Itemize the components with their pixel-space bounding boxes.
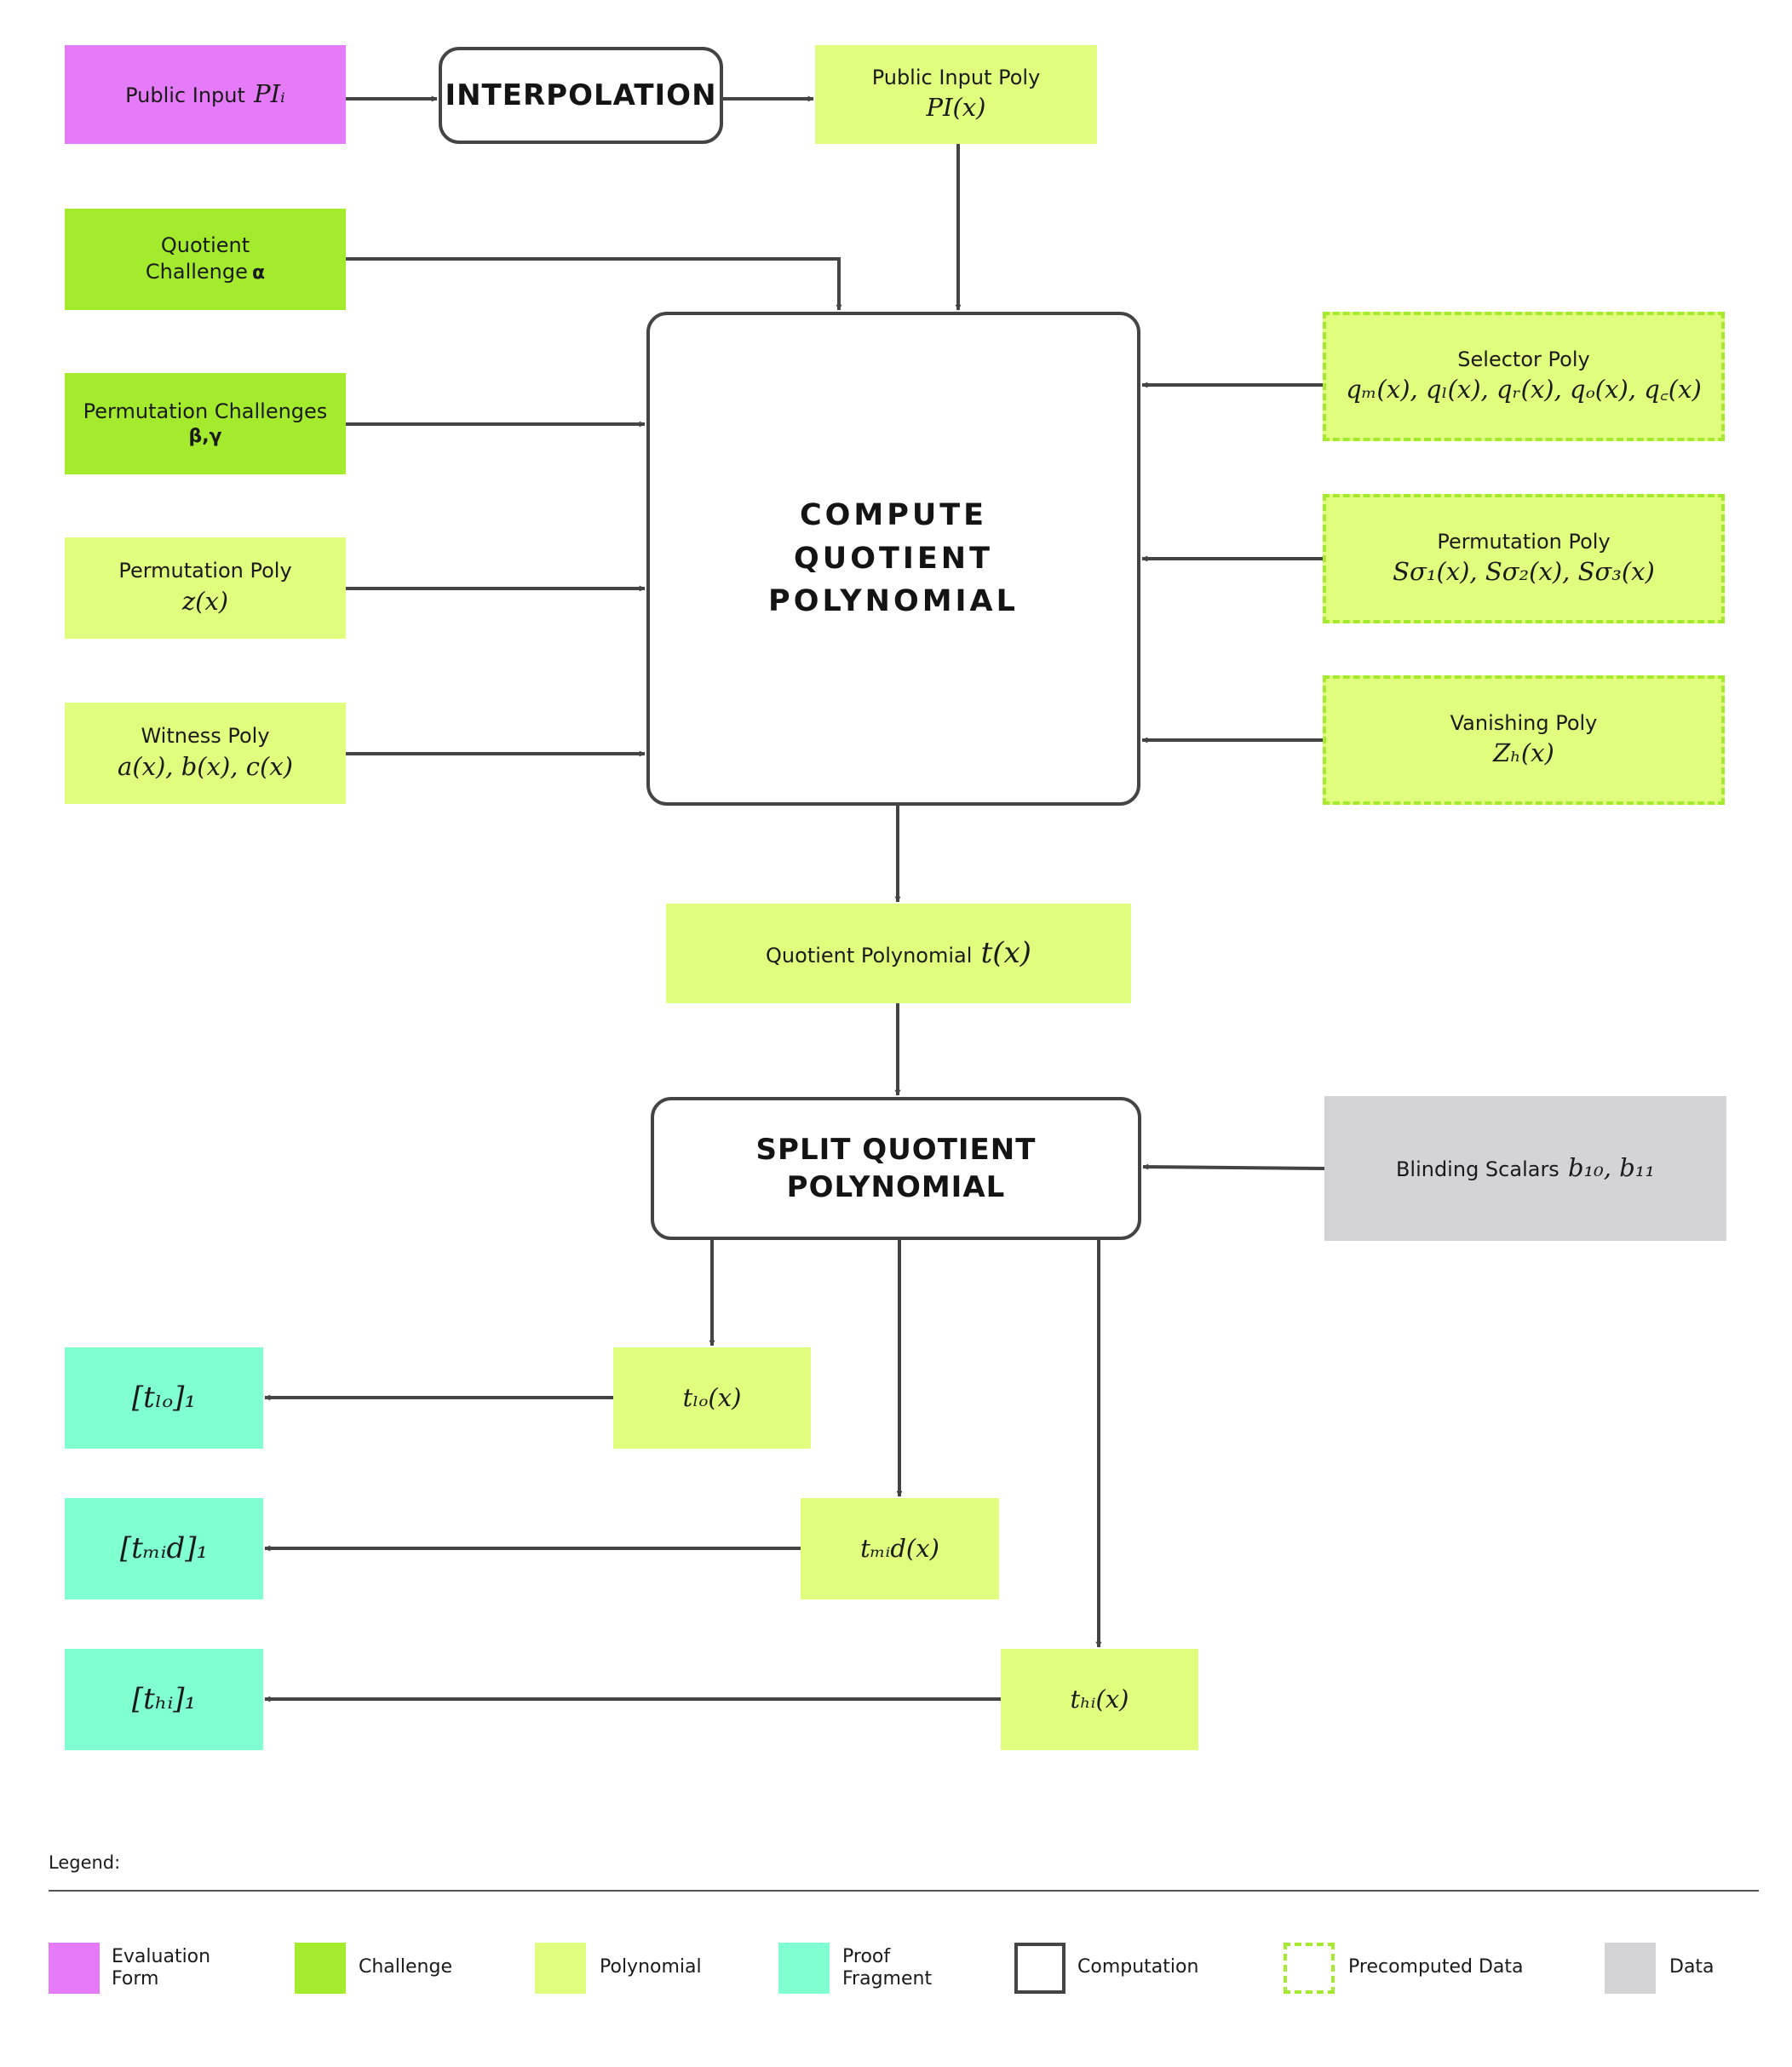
permutation-challenges-node: Permutation Challenges β,γ <box>65 373 346 474</box>
legend-label-evaluation-form-line1: Evaluation <box>112 1946 211 1967</box>
permutation-poly-z-math: z(x) <box>181 586 229 616</box>
quotient-challenge-line2: Challenge <box>145 260 248 284</box>
legend-label-polynomial: Polynomial <box>600 1956 702 1978</box>
edge-blinding-scalars-to-split <box>1142 1163 1325 1170</box>
public-input-poly-label: Public Input Poly <box>871 65 1041 89</box>
compute-line2: QUOTIENT <box>794 541 993 576</box>
selector-poly-node: Selector Poly qₘ(x), qₗ(x), qᵣ(x), qₒ(x)… <box>1323 312 1725 441</box>
quotient-poly-label: Quotient Polynomial <box>766 943 973 967</box>
edge-quotient-challenge-to-compute <box>346 257 842 311</box>
t-mid-math: tₘᵢd(x) <box>860 1533 939 1563</box>
witness-poly-math: a(x), b(x), c(x) <box>118 751 293 781</box>
vanishing-poly-label: Vanishing Poly <box>1450 710 1598 735</box>
selector-poly-math: qₘ(x), qₗ(x), qᵣ(x), qₒ(x), q꜀(x) <box>1346 375 1702 405</box>
permutation-challenges-label: Permutation Challenges <box>83 399 328 423</box>
t-mid-commitment-math: [tₘᵢd]₁ <box>119 1530 209 1565</box>
legend-label-data: Data <box>1669 1956 1714 1978</box>
t-lo-commitment-node: [tₗₒ]₁ <box>65 1347 263 1449</box>
legend-swatch-evaluation-form <box>49 1943 100 1994</box>
legend-title: Legend: <box>49 1852 121 1873</box>
permutation-poly-sigma-label: Permutation Poly <box>1437 529 1611 554</box>
split-quotient-node: SPLIT QUOTIENT POLYNOMIAL <box>651 1097 1141 1240</box>
legend-swatch-challenge <box>295 1943 346 1994</box>
t-mid-commitment-node: [tₘᵢd]₁ <box>65 1498 263 1599</box>
legend-swatch-computation <box>1014 1943 1065 1994</box>
public-input-poly-node: Public Input Poly PI(x) <box>815 45 1097 144</box>
t-hi-math: tₕᵢ(x) <box>1070 1684 1129 1714</box>
legend-label-challenge: Challenge <box>359 1956 452 1978</box>
permutation-poly-sigma-node: Permutation Poly Sσ₁(x), Sσ₂(x), Sσ₃(x) <box>1323 494 1725 623</box>
blinding-scalars-label: Blinding Scalars <box>1395 1157 1559 1182</box>
legend-swatch-polynomial <box>535 1943 586 1994</box>
permutation-poly-z-label: Permutation Poly <box>118 559 292 583</box>
witness-poly-label: Witness Poly <box>141 724 270 749</box>
legend-divider <box>49 1890 1759 1892</box>
t-hi-node: tₕᵢ(x) <box>1001 1649 1198 1750</box>
split-line2: POLYNOMIAL <box>786 1170 1006 1204</box>
t-lo-node: tₗₒ(x) <box>613 1347 811 1449</box>
legend-label-proof-fragment-line1: Proof <box>842 1946 891 1967</box>
vanishing-poly-math: Zₕ(x) <box>1493 738 1554 768</box>
quotient-poly-math: t(x) <box>980 935 1031 970</box>
split-line1: SPLIT QUOTIENT <box>755 1132 1037 1167</box>
selector-poly-label: Selector Poly <box>1457 347 1590 371</box>
beta-gamma-symbol: β,γ <box>188 425 222 447</box>
compute-line1: COMPUTE <box>799 497 988 532</box>
legend-label-computation: Computation <box>1077 1956 1199 1978</box>
alpha-symbol: α <box>251 262 266 284</box>
t-mid-node: tₘᵢd(x) <box>801 1498 999 1599</box>
quotient-poly-node: Quotient Polynomial t(x) <box>666 904 1131 1003</box>
t-lo-commitment-math: [tₗₒ]₁ <box>131 1380 197 1415</box>
legend-label-precomputed-data: Precomputed Data <box>1348 1956 1524 1978</box>
legend-swatch-precomputed-data <box>1284 1943 1335 1994</box>
permutation-poly-z-node: Permutation Poly z(x) <box>65 537 346 639</box>
witness-poly-node: Witness Poly a(x), b(x), c(x) <box>65 703 346 804</box>
interpolation-label: INTERPOLATION <box>445 78 717 112</box>
legend-label-evaluation-form: Evaluation Form <box>112 1946 248 1991</box>
public-input-label: Public Input <box>125 83 245 108</box>
compute-quotient-node: COMPUTE QUOTIENT POLYNOMIAL <box>646 312 1140 806</box>
quotient-challenge-line1: Quotient <box>160 233 250 258</box>
t-hi-commitment-math: [tₕᵢ]₁ <box>131 1681 197 1716</box>
legend-swatch-data <box>1605 1943 1656 1994</box>
public-input-poly-math: PI(x) <box>926 93 986 123</box>
legend-label-evaluation-form-line2: Form <box>112 1968 159 1990</box>
t-lo-math: tₗₒ(x) <box>682 1382 742 1412</box>
compute-line3: POLYNOMIAL <box>768 584 1019 619</box>
blinding-scalars-node: Blinding Scalars b₁₀, b₁₁ <box>1324 1096 1726 1241</box>
public-input-node: Public Input PIᵢ <box>65 45 346 144</box>
permutation-poly-sigma-math: Sσ₁(x), Sσ₂(x), Sσ₃(x) <box>1393 557 1655 587</box>
legend-swatch-proof-fragment <box>778 1943 830 1994</box>
vanishing-poly-node: Vanishing Poly Zₕ(x) <box>1323 675 1725 805</box>
legend-label-proof-fragment-line2: Fragment <box>842 1968 933 1990</box>
blinding-scalars-math: b₁₀, b₁₁ <box>1567 1153 1656 1183</box>
quotient-challenge-node: Quotient Challenge α <box>65 209 346 310</box>
t-hi-commitment-node: [tₕᵢ]₁ <box>65 1649 263 1750</box>
legend-label-proof-fragment: Proof Fragment <box>842 1946 979 1991</box>
interpolation-node: INTERPOLATION <box>439 47 723 144</box>
public-input-math: PIᵢ <box>254 79 285 109</box>
